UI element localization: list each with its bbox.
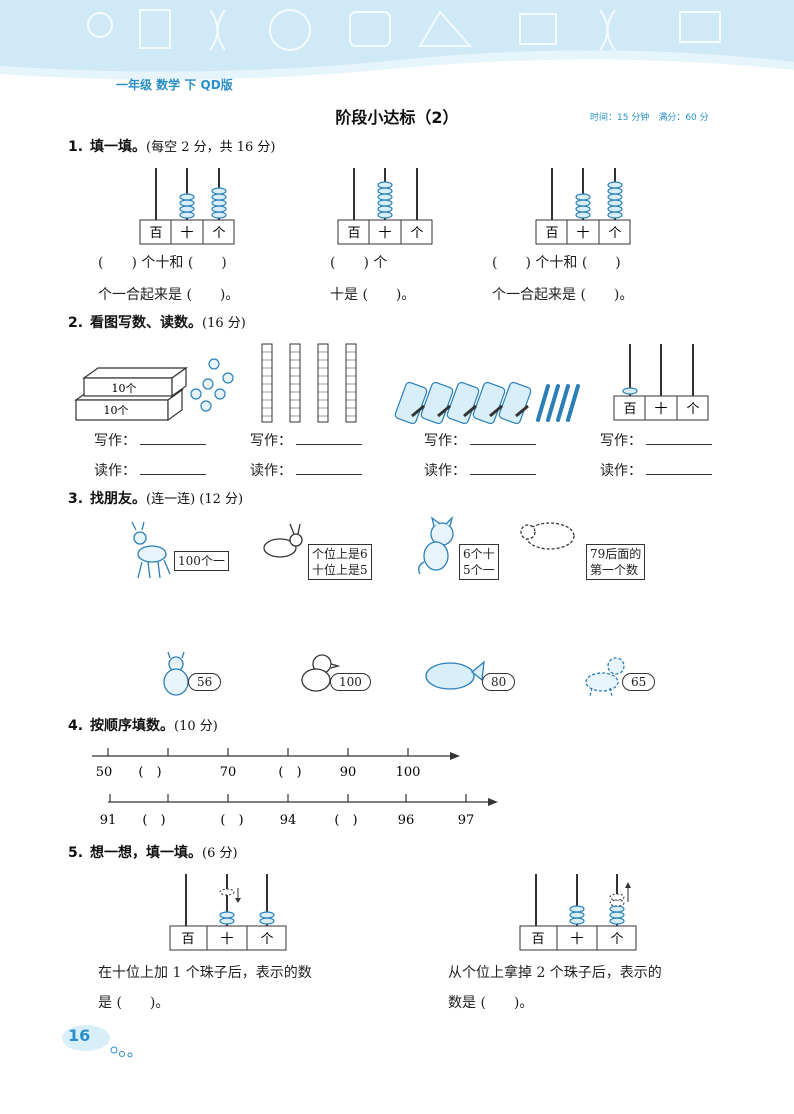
- match-card-1[interactable]: 100个一: [174, 551, 229, 571]
- tick-label: ( ): [220, 813, 243, 828]
- match-number-2[interactable]: 100: [330, 673, 371, 691]
- svg-text:个: 个: [608, 226, 621, 241]
- q1-item3-line1: ( ) 个十和 ( ): [492, 255, 621, 271]
- q2-write-2: 写作：: [250, 430, 362, 450]
- q5-abacus-right: 百 十 个: [519, 874, 637, 951]
- time-score-info: 时间：15 分钟 满分：60 分: [590, 113, 709, 123]
- page-title: 阶段小达标（2）: [335, 108, 459, 127]
- bird-icon: [163, 652, 189, 696]
- tick-label: ( ): [142, 813, 165, 828]
- q1-abacus-1: 百 十 个: [139, 168, 235, 245]
- svg-text:百: 百: [531, 932, 544, 947]
- q5-right-text-1: 从个位上拿掉 2 个珠子后，表示的: [448, 965, 662, 981]
- answer-blank[interactable]: [140, 474, 206, 475]
- q2-read-2: 读作：: [250, 460, 362, 480]
- number-line-1: 50 ( ) 70 ( ) 90 100: [92, 748, 460, 780]
- q2-books-and-beads: 10个 10个: [74, 358, 234, 422]
- q5-left-text-2: 是 ( )。: [98, 995, 170, 1011]
- q1-item1-line1: ( ) 个十和 ( ): [98, 255, 227, 271]
- answer-blank[interactable]: [296, 444, 362, 445]
- tick-label: ( ): [334, 813, 357, 828]
- svg-text:十: 十: [654, 402, 667, 417]
- match-card-3[interactable]: 6个十 5个一: [459, 544, 499, 580]
- q2-read-4: 读作：: [600, 460, 712, 480]
- match-number-4[interactable]: 65: [622, 673, 656, 691]
- q2-read-1: 读作：: [94, 460, 206, 480]
- q1-item2-line2: 十是 ( )。: [330, 287, 416, 303]
- q2-write-1: 写作：: [94, 430, 206, 450]
- grade-label: 一年级 数学 下 QD版: [116, 78, 233, 92]
- svg-text:百: 百: [545, 226, 558, 241]
- tick-label: 97: [458, 813, 475, 828]
- match-number-3[interactable]: 80: [482, 673, 516, 691]
- tick-label: 100: [396, 765, 421, 780]
- tick-label: 94: [280, 813, 297, 828]
- svg-text:个: 个: [410, 226, 423, 241]
- q4-heading: 4.按顺序填数。(10 分): [68, 718, 218, 734]
- svg-text:百: 百: [347, 226, 360, 241]
- q1-abacus-2: 百 十 个: [337, 168, 433, 245]
- header-banner: [0, 0, 794, 100]
- whale-icon: [425, 660, 485, 690]
- tick-label: 91: [100, 813, 117, 828]
- q1-item2-line1: ( ) 个: [330, 255, 388, 271]
- answer-blank[interactable]: [470, 474, 536, 475]
- rabbit-icon: [263, 523, 303, 558]
- cat-icon: [418, 516, 454, 575]
- answer-blank[interactable]: [470, 444, 536, 445]
- tick-label: 70: [220, 765, 237, 780]
- svg-text:个: 个: [212, 226, 225, 241]
- svg-text:十: 十: [570, 932, 583, 947]
- tick-label: 90: [340, 765, 357, 780]
- svg-text:十: 十: [220, 932, 233, 947]
- svg-text:百: 百: [623, 402, 636, 417]
- q5-heading: 5.想一想，填一填。(6 分): [68, 845, 238, 861]
- svg-text:十: 十: [378, 226, 391, 241]
- page-number-bubble: [62, 1025, 133, 1058]
- sheep-icon: [520, 522, 575, 550]
- q2-write-3: 写作：: [424, 430, 536, 450]
- q2-write-4: 写作：: [600, 430, 712, 450]
- q2-ten-rods: [261, 343, 357, 423]
- match-card-2[interactable]: 个位上是6 十位上是5: [308, 544, 372, 580]
- q5-right-text-2: 数是 ( )。: [448, 995, 534, 1011]
- page-number: 16: [68, 1026, 91, 1045]
- tick-label: ( ): [138, 765, 161, 780]
- svg-text:十: 十: [180, 226, 193, 241]
- tick-label: 96: [398, 813, 415, 828]
- q2-abacus: 百 十 个: [613, 344, 709, 421]
- tick-label: 50: [96, 765, 113, 780]
- q1-abacus-3: 百 十 个: [535, 168, 631, 245]
- match-card-4[interactable]: 79后面的 第一个数: [586, 544, 646, 580]
- tick-label: ( ): [278, 765, 301, 780]
- q1-heading: 1.填一填。(每空 2 分，共 16 分): [68, 139, 276, 155]
- deer-icon: [131, 521, 171, 579]
- q2-read-3: 读作：: [424, 460, 536, 480]
- match-number-1[interactable]: 56: [188, 673, 222, 691]
- q2-stick-bundles: [394, 381, 580, 425]
- svg-text:个: 个: [686, 402, 699, 417]
- svg-text:个: 个: [260, 932, 273, 947]
- answer-blank[interactable]: [646, 474, 712, 475]
- q5-abacus-left: 百 十 个: [169, 874, 287, 951]
- q3-heading: 3.找朋友。(连一连) (12 分): [68, 491, 244, 507]
- number-line-2: 91 ( ) ( ) 94 ( ) 96 97: [100, 794, 498, 828]
- answer-blank[interactable]: [140, 444, 206, 445]
- q1-item1-line2: 个一合起来是 ( )。: [98, 287, 240, 303]
- answer-blank[interactable]: [296, 474, 362, 475]
- svg-text:百: 百: [181, 932, 194, 947]
- q2-heading: 2.看图写数、读数。(16 分): [68, 315, 246, 331]
- svg-text:10个: 10个: [112, 382, 137, 395]
- svg-text:百: 百: [149, 226, 162, 241]
- svg-text:十: 十: [576, 226, 589, 241]
- svg-text:10个: 10个: [104, 404, 129, 417]
- answer-blank[interactable]: [646, 444, 712, 445]
- q5-left-text-1: 在十位上加 1 个珠子后，表示的数: [98, 965, 312, 981]
- svg-text:个: 个: [610, 932, 623, 947]
- dog-icon: [585, 657, 625, 697]
- q1-item3-line2: 个一合起来是 ( )。: [492, 287, 634, 303]
